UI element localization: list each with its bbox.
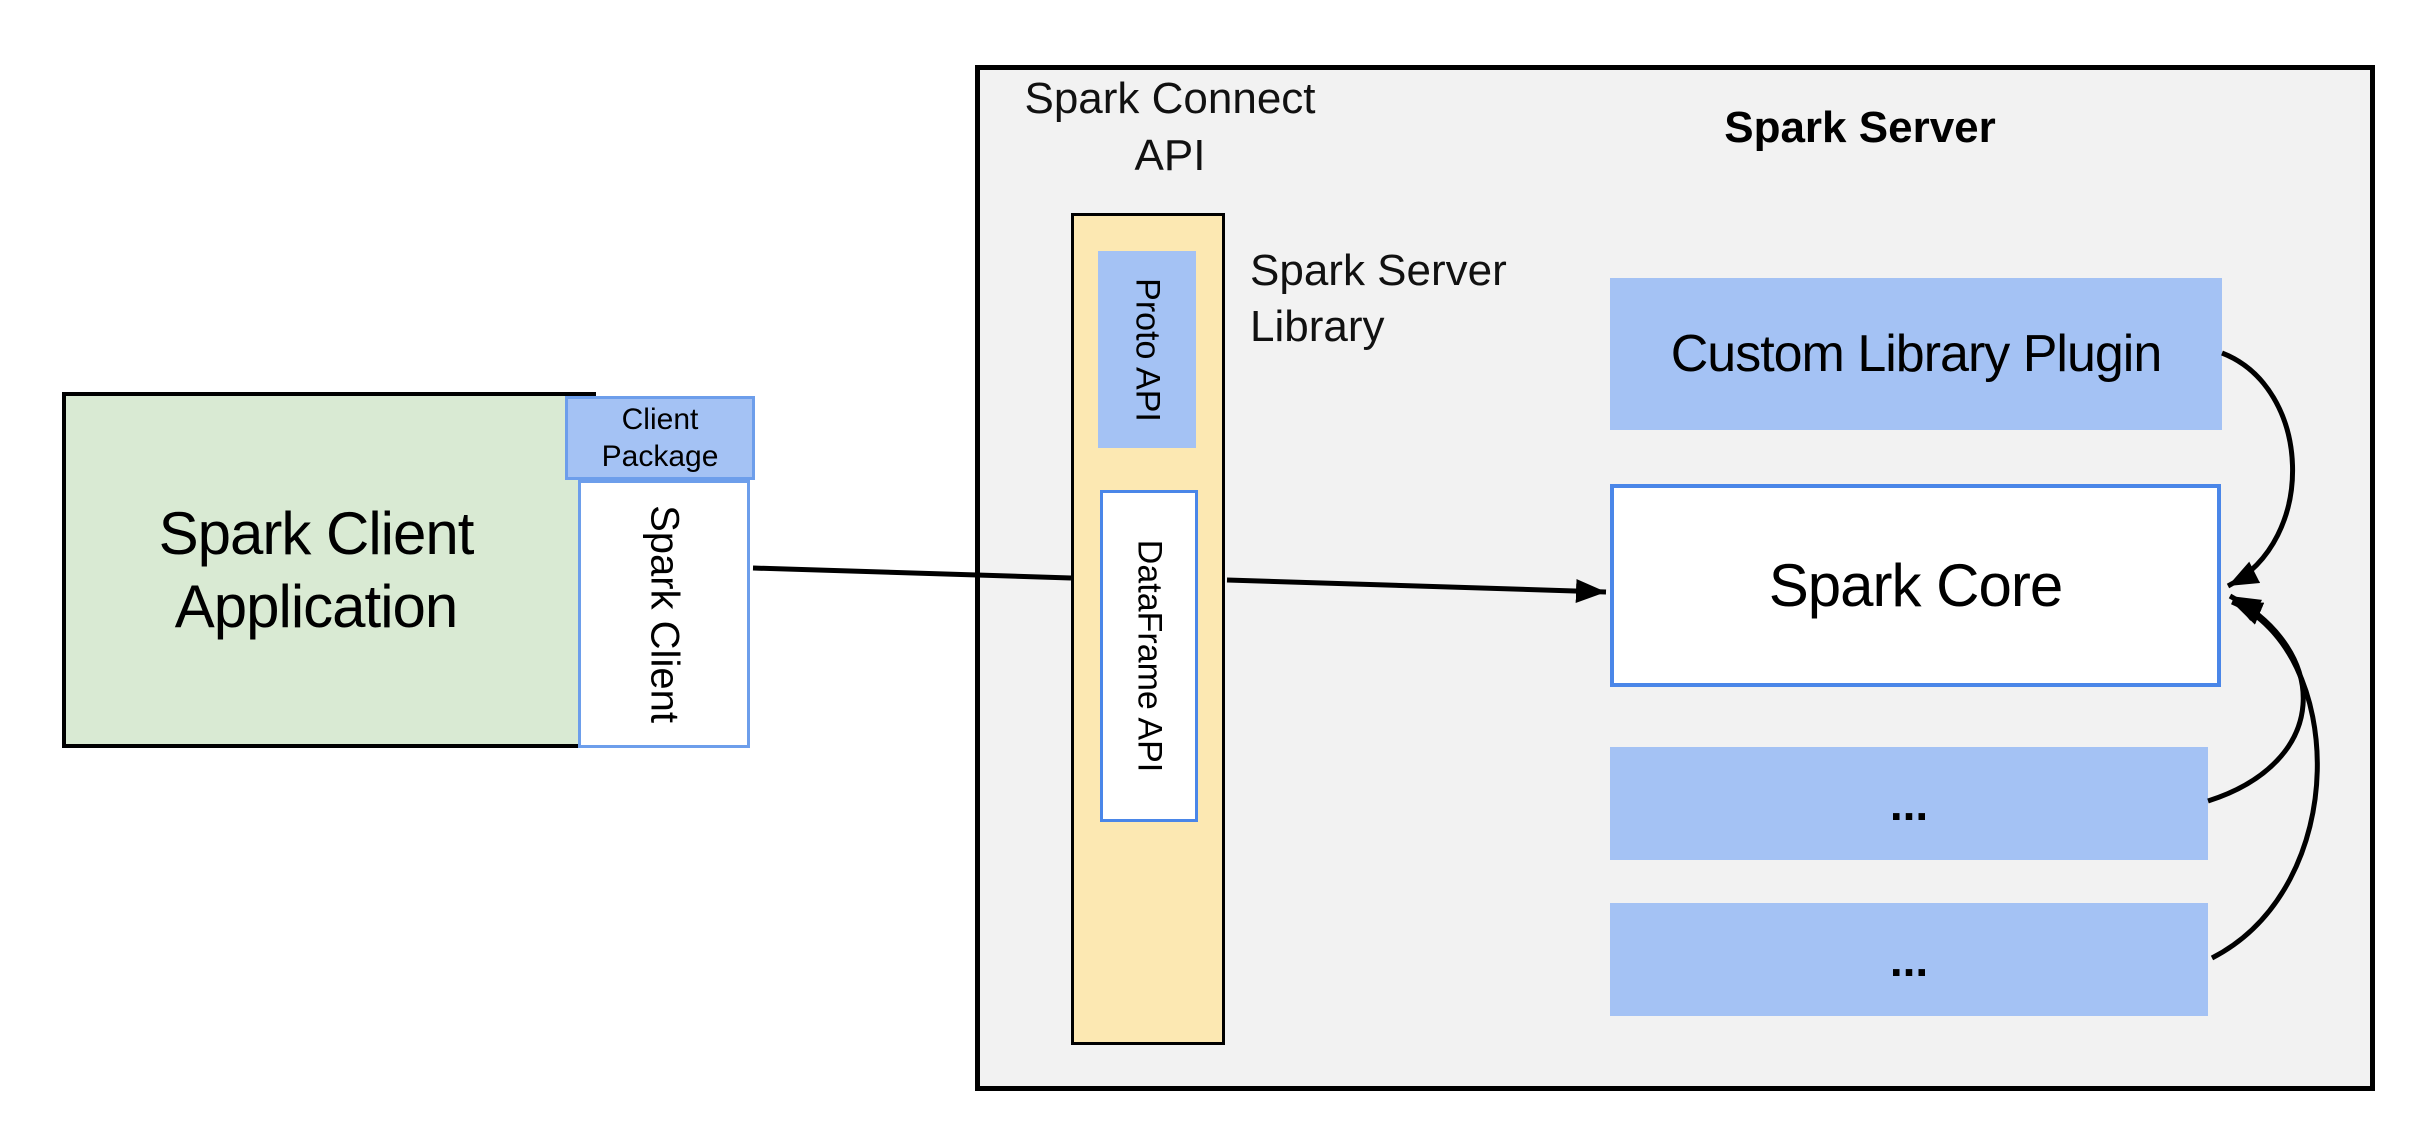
- proto-api-box: Proto API: [1098, 251, 1196, 448]
- client-package-box: Client Package: [565, 396, 755, 480]
- proto-api-label: Proto API: [1128, 277, 1167, 422]
- plugin-placeholder-box-2: ...: [1610, 903, 2208, 1016]
- spark-server-library-label: Spark Server Library: [1250, 246, 1507, 352]
- spark-server-title: Spark Server: [1724, 103, 1996, 152]
- spark-core-box: Spark Core: [1610, 484, 2221, 687]
- spark-connect-api-title: Spark Connect API: [1024, 74, 1316, 181]
- plugin-placeholder-box-1: ...: [1610, 747, 2208, 860]
- spark-client-label: Spark Client: [642, 505, 687, 723]
- spark-client-application-box: Spark Client Application: [62, 392, 596, 748]
- spark-client-application-label: Spark Client Application: [158, 499, 475, 640]
- custom-library-plugin-box: Custom Library Plugin: [1610, 278, 2222, 430]
- dataframe-api-box: DataFrame API: [1100, 490, 1198, 822]
- spark-client-box: Spark Client: [578, 480, 750, 748]
- dataframe-api-label: DataFrame API: [1130, 539, 1169, 773]
